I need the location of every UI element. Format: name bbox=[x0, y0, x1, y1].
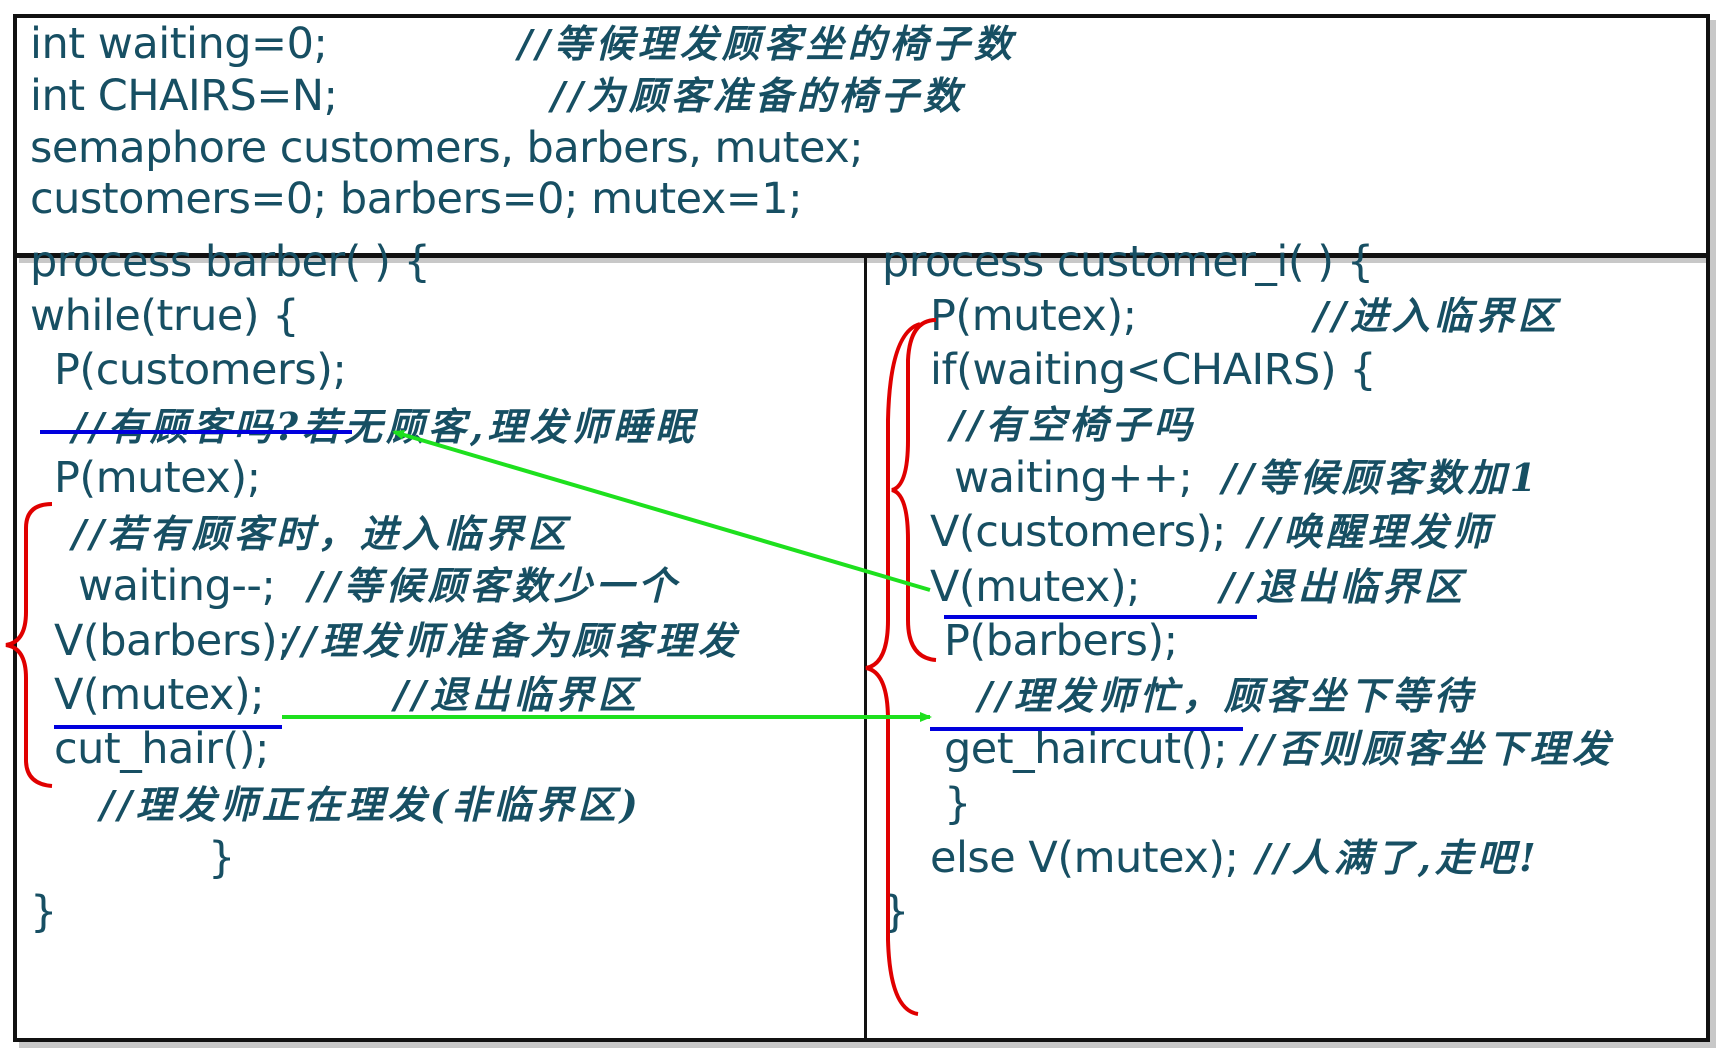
decl-line: int waiting=0;//等候理发顾客坐的椅子数 bbox=[30, 16, 1012, 72]
customer-line: P(barbers); bbox=[944, 613, 1178, 669]
code-text: if(waiting<CHAIRS) { bbox=[930, 345, 1377, 395]
barber-line: P(customers); bbox=[54, 342, 347, 398]
barber-line: V(mutex);//退出临界区 bbox=[54, 667, 636, 723]
code-text: V(barbers); bbox=[54, 616, 292, 666]
customer-line: V(customers);//唤醒理发师 bbox=[930, 504, 1490, 560]
comment-text: //理发师准备为顾客理发 bbox=[284, 618, 740, 663]
customer-line: //理发师忙，顾客坐下等待 bbox=[978, 667, 1476, 724]
barber-line: } bbox=[30, 884, 57, 940]
decl-line: semaphore customers, barbers, mutex; bbox=[30, 120, 864, 176]
barber-line: //若有顾客时，进入临界区 bbox=[72, 505, 570, 562]
comment-text: //退出临界区 bbox=[1220, 564, 1466, 609]
barber-line: } bbox=[208, 830, 235, 886]
code-text: V(mutex); bbox=[930, 562, 1141, 612]
customer-line: process customer_i( ) { bbox=[882, 234, 1374, 290]
customer-line: V(mutex);//退出临界区 bbox=[930, 559, 1462, 615]
comment-text: //若有顾客时，进入临界区 bbox=[72, 511, 570, 556]
comment-text: //理发师忙，顾客坐下等待 bbox=[978, 673, 1476, 718]
barber-line: process barber( ) { bbox=[30, 234, 431, 290]
comment-text: //有空椅子吗 bbox=[950, 402, 1196, 447]
comment-text: //等候顾客数加1 bbox=[1222, 455, 1541, 500]
comment-text: //否则顾客坐下理发 bbox=[1242, 726, 1614, 771]
code-text: get_haircut(); bbox=[944, 724, 1228, 774]
customer-line: get_haircut();//否则顾客坐下理发 bbox=[944, 721, 1610, 777]
customer-line: //有空椅子吗 bbox=[950, 396, 1196, 453]
code-text: process customer_i( ) { bbox=[882, 237, 1374, 287]
code-text: V(customers); bbox=[930, 507, 1226, 557]
code-text: cut_hair(); bbox=[54, 724, 270, 774]
code-text: waiting--; bbox=[78, 561, 276, 611]
decl-line: customers=0; barbers=0; mutex=1; bbox=[30, 171, 803, 227]
barber-line: //理发师正在理发(非临界区) bbox=[100, 776, 642, 833]
code-text: V(mutex); bbox=[54, 670, 265, 720]
code-text: } bbox=[30, 887, 57, 937]
code-text: process barber( ) { bbox=[30, 237, 431, 287]
customer-line: } bbox=[882, 884, 909, 940]
decl-line: int CHAIRS=N;//为顾客准备的椅子数 bbox=[30, 68, 961, 124]
code-text: waiting++; bbox=[954, 453, 1193, 503]
barber-line: P(mutex); bbox=[54, 450, 261, 506]
column-divider bbox=[864, 254, 867, 1042]
barber-line: waiting--;//等候顾客数少一个 bbox=[78, 558, 676, 614]
barber-line: while(true) { bbox=[30, 288, 300, 344]
comment-text: //进入临界区 bbox=[1314, 293, 1560, 338]
barber-line: V(barbers);//理发师准备为顾客理发 bbox=[54, 613, 736, 669]
customer-line: P(mutex);//进入临界区 bbox=[930, 288, 1556, 344]
code-text: customers=0; barbers=0; mutex=1; bbox=[30, 174, 803, 224]
code-text: } bbox=[882, 887, 909, 937]
customer-line: waiting++;//等候顾客数加1 bbox=[954, 450, 1536, 506]
code-text: } bbox=[208, 833, 235, 883]
customer-line: } bbox=[944, 776, 971, 832]
comment-text: //等候理发顾客坐的椅子数 bbox=[518, 21, 1016, 66]
code-text: P(mutex); bbox=[930, 291, 1137, 341]
code-text: } bbox=[944, 779, 971, 829]
customer-line: else V(mutex);//人满了,走吧! bbox=[930, 830, 1536, 886]
barber-line: //有顾客吗?若无顾客,理发师睡眠 bbox=[72, 398, 697, 455]
code-text: int waiting=0; bbox=[30, 19, 328, 69]
comment-text: //人满了,走吧! bbox=[1256, 835, 1540, 880]
code-text: int CHAIRS=N; bbox=[30, 71, 338, 121]
customer-line: if(waiting<CHAIRS) { bbox=[930, 342, 1377, 398]
code-text: while(true) { bbox=[30, 291, 300, 341]
code-text: P(mutex); bbox=[54, 453, 261, 503]
code-text: P(barbers); bbox=[944, 616, 1178, 666]
code-text: else V(mutex); bbox=[930, 833, 1239, 883]
comment-text: //理发师正在理发(非临界区) bbox=[100, 782, 642, 827]
comment-text: //为顾客准备的椅子数 bbox=[551, 73, 965, 118]
comment-text: //退出临界区 bbox=[394, 672, 640, 717]
comment-text: //有顾客吗?若无顾客,理发师睡眠 bbox=[72, 404, 698, 449]
code-text: semaphore customers, barbers, mutex; bbox=[30, 123, 864, 173]
code-text: P(customers); bbox=[54, 345, 347, 395]
comment-text: //唤醒理发师 bbox=[1248, 509, 1494, 554]
barber-line: cut_hair(); bbox=[54, 721, 270, 777]
comment-text: //等候顾客数少一个 bbox=[308, 563, 680, 608]
